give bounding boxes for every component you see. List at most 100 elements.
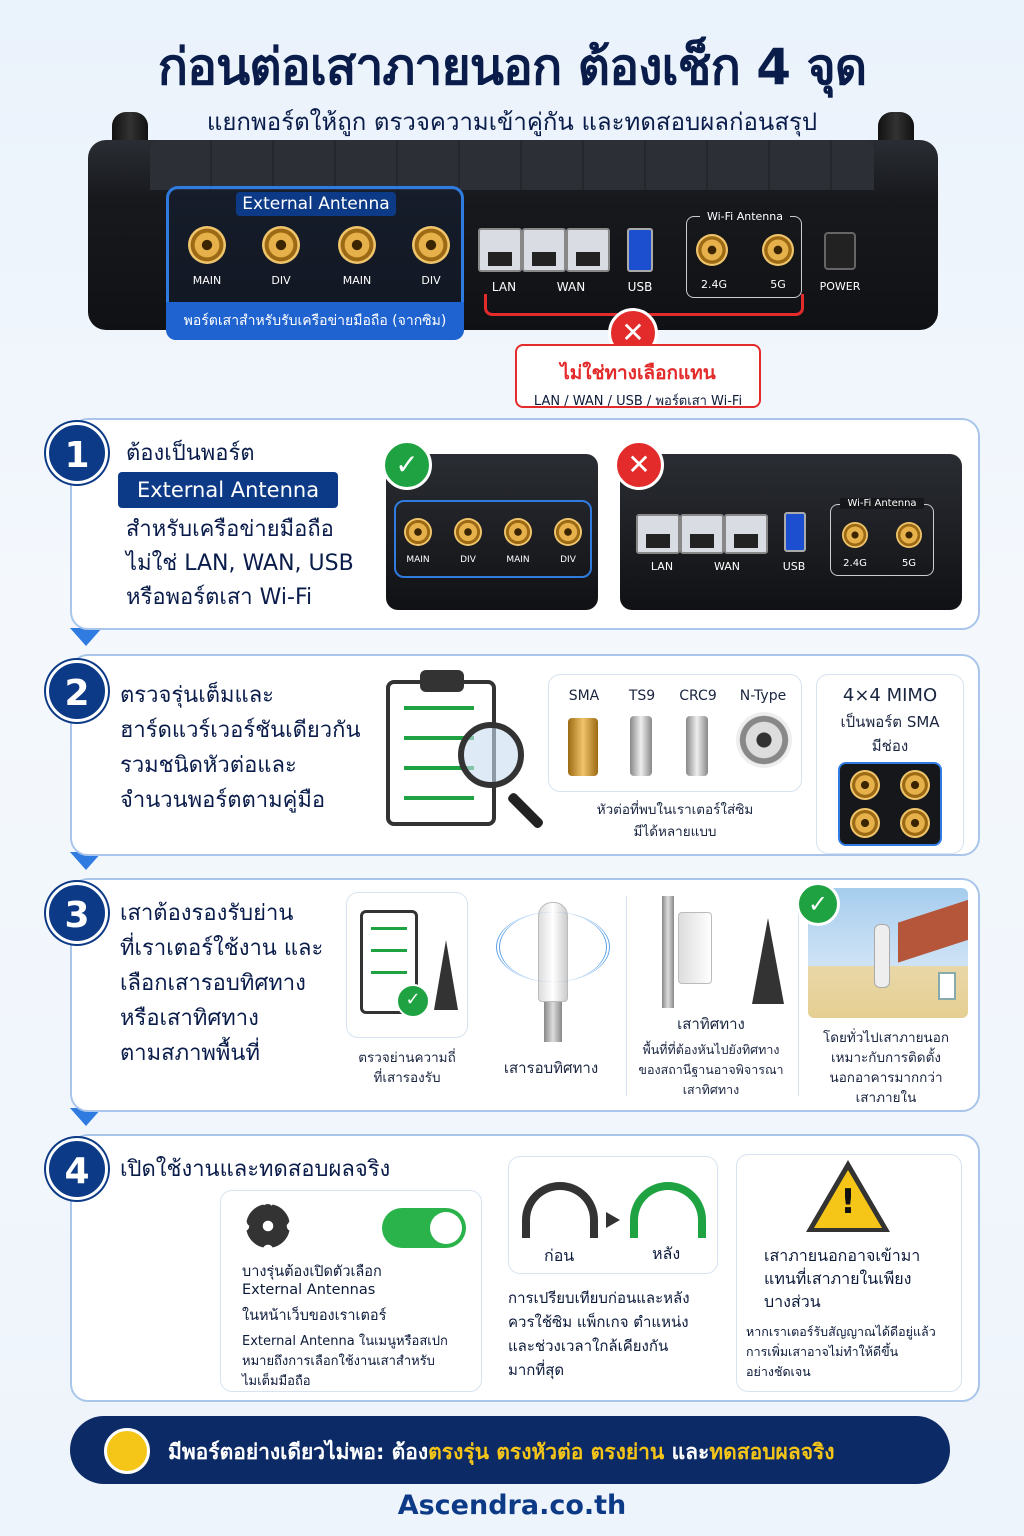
step-3-number: 3: [46, 882, 108, 944]
mimo-line-2: เป็นพอร์ต SMA: [840, 713, 940, 731]
omni-antenna-caption: เสารอบทิศทาง: [503, 1059, 599, 1077]
wifi-port-label: 5G: [901, 558, 917, 569]
lan-label: LAN: [650, 560, 674, 573]
connector-icon: [762, 234, 794, 266]
summary-text: มีพอร์ตอย่างเดียวไม่พอ: ต้องตรงรุ่น ตรงห…: [168, 1436, 938, 1469]
footer-site[interactable]: Ascendra.co.th: [397, 1490, 627, 1521]
toggle-switch[interactable]: [382, 1208, 466, 1248]
enable-text-1: บางรุ่นต้องเปิดตัวเลือก: [242, 1264, 382, 1280]
connector-type-label: TS9: [628, 688, 656, 704]
connector-icon: [850, 808, 880, 838]
after-label: หลัง: [652, 1244, 681, 1263]
power-label: POWER: [819, 280, 861, 293]
step-3-line: เลือกเสารอบทิศทาง: [120, 971, 306, 996]
enable-text-3: ในหน้าเว็บของเราเตอร์: [242, 1308, 387, 1324]
step-4-number: 4: [46, 1138, 108, 1200]
summary-part-1: มีพอร์ตอย่างเดียวไม่พอ: ต้อง: [168, 1440, 429, 1464]
house-photo: [808, 888, 968, 1018]
usb-label: USB: [782, 560, 806, 573]
connector-type-label: N-Type: [739, 688, 787, 704]
correct-port-frame: [394, 500, 592, 578]
connector-icon: [850, 770, 880, 800]
step-2-line: จำนวนพอร์ตตามคู่มือ: [120, 788, 326, 813]
magnifier-icon: [458, 722, 524, 788]
omni-antenna-mast: [544, 1002, 562, 1042]
directional-caption-3: เสาทิศทาง: [682, 1082, 740, 1097]
wifi-port-label: 2.4G: [700, 278, 728, 291]
lan-port-icon: [478, 228, 522, 272]
not-alternative-title: ไม่ใช่ทางเลือกแทน: [560, 362, 716, 384]
connector-icon: [188, 226, 226, 264]
summary-part-4: ทดสอบผลจริง: [709, 1440, 835, 1464]
connector-icon: [896, 522, 922, 548]
arrow-right-icon: [606, 1212, 620, 1228]
crc9-connector-icon: [686, 716, 708, 776]
connector-icon: [404, 518, 432, 546]
port-label: DIV: [421, 274, 441, 287]
directional-caption-1: พื้นที่ที่ต้องหันไปยังทิศทาง: [642, 1042, 780, 1057]
x-mark-icon: ✕: [614, 440, 664, 490]
step-1-line-3: ไม่ใช่ LAN, WAN, USB: [126, 551, 354, 576]
external-antenna-title: External Antenna: [236, 192, 396, 216]
mimo-line-3: มีช่อง: [871, 737, 909, 755]
panel-divider: [798, 896, 799, 1096]
port-label: MAIN: [406, 555, 430, 565]
check-mark-icon: ✓: [382, 440, 432, 490]
step-3-line: เสาต้องรองรับย่าน: [120, 901, 294, 926]
connector-icon: [842, 522, 868, 548]
wifi-antenna-title: Wi-Fi Antenna: [700, 210, 790, 223]
speedometer-before-icon: [522, 1182, 598, 1238]
connector-caption-1: หัวต่อที่พบในเราเตอร์ใส่ซิม: [596, 802, 754, 818]
n-type-connector-icon: [736, 712, 792, 768]
connector-caption-2: มีได้หลายแบบ: [633, 824, 717, 840]
before-label: ก่อน: [544, 1246, 575, 1265]
tower-icon: [434, 940, 458, 1010]
port-label: DIV: [460, 555, 476, 565]
connector-icon: [900, 808, 930, 838]
compare-text-3: และช่วงเวลาใกล้เคียงกัน: [508, 1337, 669, 1355]
outdoor-caption-1: โดยทั่วไปเสาภายนอก: [822, 1030, 950, 1046]
step-1-line-1: ต้องเป็นพอร์ต: [126, 441, 255, 466]
step-3-line: ตามสภาพพื้นที่: [120, 1041, 260, 1066]
gear-icon: [246, 1204, 290, 1248]
outdoor-caption-3: นอกอาคารมากกว่า: [829, 1070, 943, 1086]
connector-icon: [900, 770, 930, 800]
lan-label: LAN: [491, 280, 517, 294]
warning-text-3: บางส่วน: [764, 1292, 821, 1311]
lightbulb-icon: [104, 1428, 150, 1474]
arrow-down-icon: [70, 628, 102, 646]
enable-note-2: หมายถึงการเลือกใช้งานเสาสำหรับ: [242, 1354, 435, 1369]
warning-note-3: อย่างชัดเจน: [746, 1364, 811, 1379]
step-2-line: ตรวจรุ่นเต็มและ: [120, 683, 274, 708]
compare-text-1: การเปรียบเทียบก่อนและหลัง: [508, 1289, 690, 1307]
frequency-caption-1: ตรวจย่านความถี่: [358, 1050, 456, 1066]
directional-caption-2: ของสถานีฐานอาจพิจารณา: [638, 1062, 784, 1077]
compare-text-2: ควรใช้ซิม แพ็กเกจ ตำแหน่ง: [508, 1313, 689, 1331]
summary-banner: [70, 1416, 950, 1484]
sma-connector-icon: [568, 718, 598, 776]
step-2-line: รวมชนิดหัวต่อและ: [120, 753, 297, 778]
tower-icon: [752, 918, 784, 1004]
wan-port-icon: [566, 228, 610, 272]
outdoor-caption-4: เสาภายใน: [855, 1090, 917, 1106]
check-mark-icon: ✓: [396, 984, 430, 1018]
warning-exclamation: !: [840, 1182, 856, 1222]
connector-type-label: SMA: [568, 688, 600, 704]
router-top-vent: [150, 140, 874, 190]
outdoor-caption-2: เหมาะกับการติดตั้ง: [831, 1050, 941, 1066]
warning-text-2: แทนที่เสาภายในเพียง: [764, 1269, 912, 1288]
wifi-port-label: 2.4G: [843, 558, 867, 569]
arrow-down-icon: [70, 852, 102, 870]
signal-waves-icon: [496, 912, 610, 982]
step-4-title: เปิดใช้งานและทดสอบผลจริง: [120, 1157, 391, 1182]
enable-text-2: External Antennas: [242, 1282, 376, 1298]
step-3-line: หรือเสาทิศทาง: [120, 1006, 259, 1031]
port-label: DIV: [271, 274, 291, 287]
port-label: MAIN: [342, 274, 372, 287]
not-alternative-callout: ไม่ใช่ทางเลือกแทน LAN / WAN / USB / พอร์…: [515, 344, 761, 409]
step-2-line: ฮาร์ดแวร์เวอร์ชันเดียวกัน: [120, 718, 361, 743]
connector-type-label: CRC9: [679, 688, 717, 704]
ts9-connector-icon: [630, 716, 652, 776]
step-1-number: 1: [46, 422, 108, 484]
step-3-line: ที่เราเตอร์ใช้งาน และ: [120, 936, 324, 961]
